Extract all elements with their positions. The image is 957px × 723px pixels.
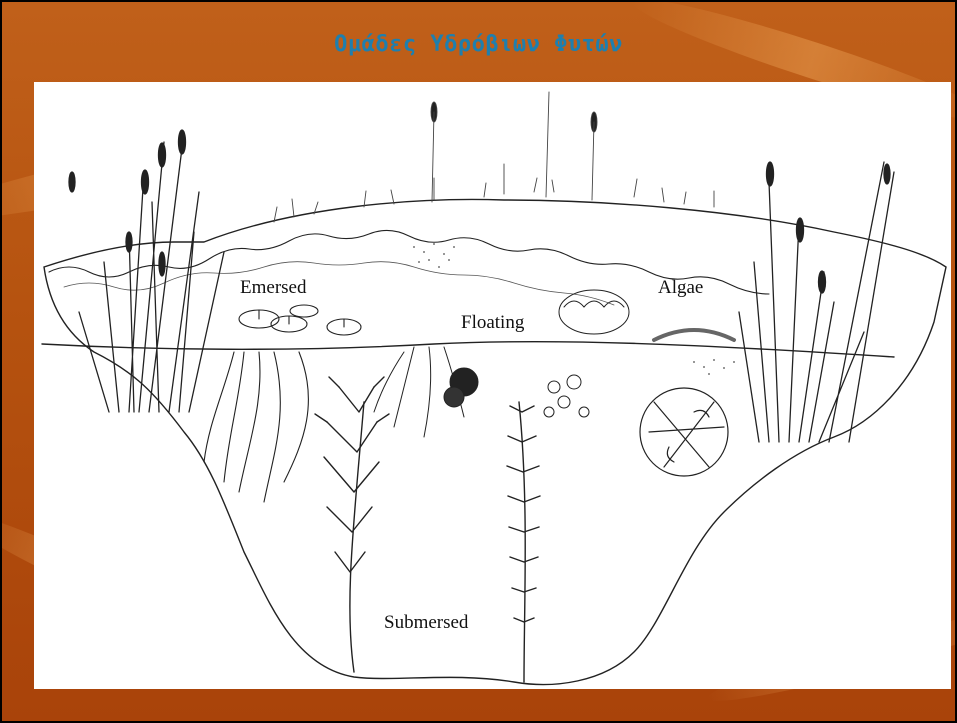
submersed-plant-2 xyxy=(507,402,540,682)
emersed-reeds-left xyxy=(69,130,224,412)
aquatic-plants-diagram: Emersed Floating Algae Submersed xyxy=(34,82,951,689)
label-emersed: Emersed xyxy=(240,277,306,299)
label-floating: Floating xyxy=(461,312,524,334)
shore-vegetation xyxy=(274,92,714,222)
pond-illustration xyxy=(34,82,951,689)
stipple-patch xyxy=(413,243,735,375)
submersed-plant-1 xyxy=(315,377,389,672)
floating-plants xyxy=(374,347,589,437)
floating-leaves xyxy=(239,305,361,335)
water-line xyxy=(42,342,894,357)
algae-mat xyxy=(559,290,734,340)
label-algae: Algae xyxy=(658,277,703,299)
roots xyxy=(204,352,308,502)
emersed-reeds-right xyxy=(739,162,894,442)
slide-title: Ομάδες Υδρόβιων Φυτών xyxy=(2,32,955,57)
label-submersed: Submersed xyxy=(384,612,468,634)
pond-outline xyxy=(44,199,946,684)
algae-magnified xyxy=(640,388,728,476)
